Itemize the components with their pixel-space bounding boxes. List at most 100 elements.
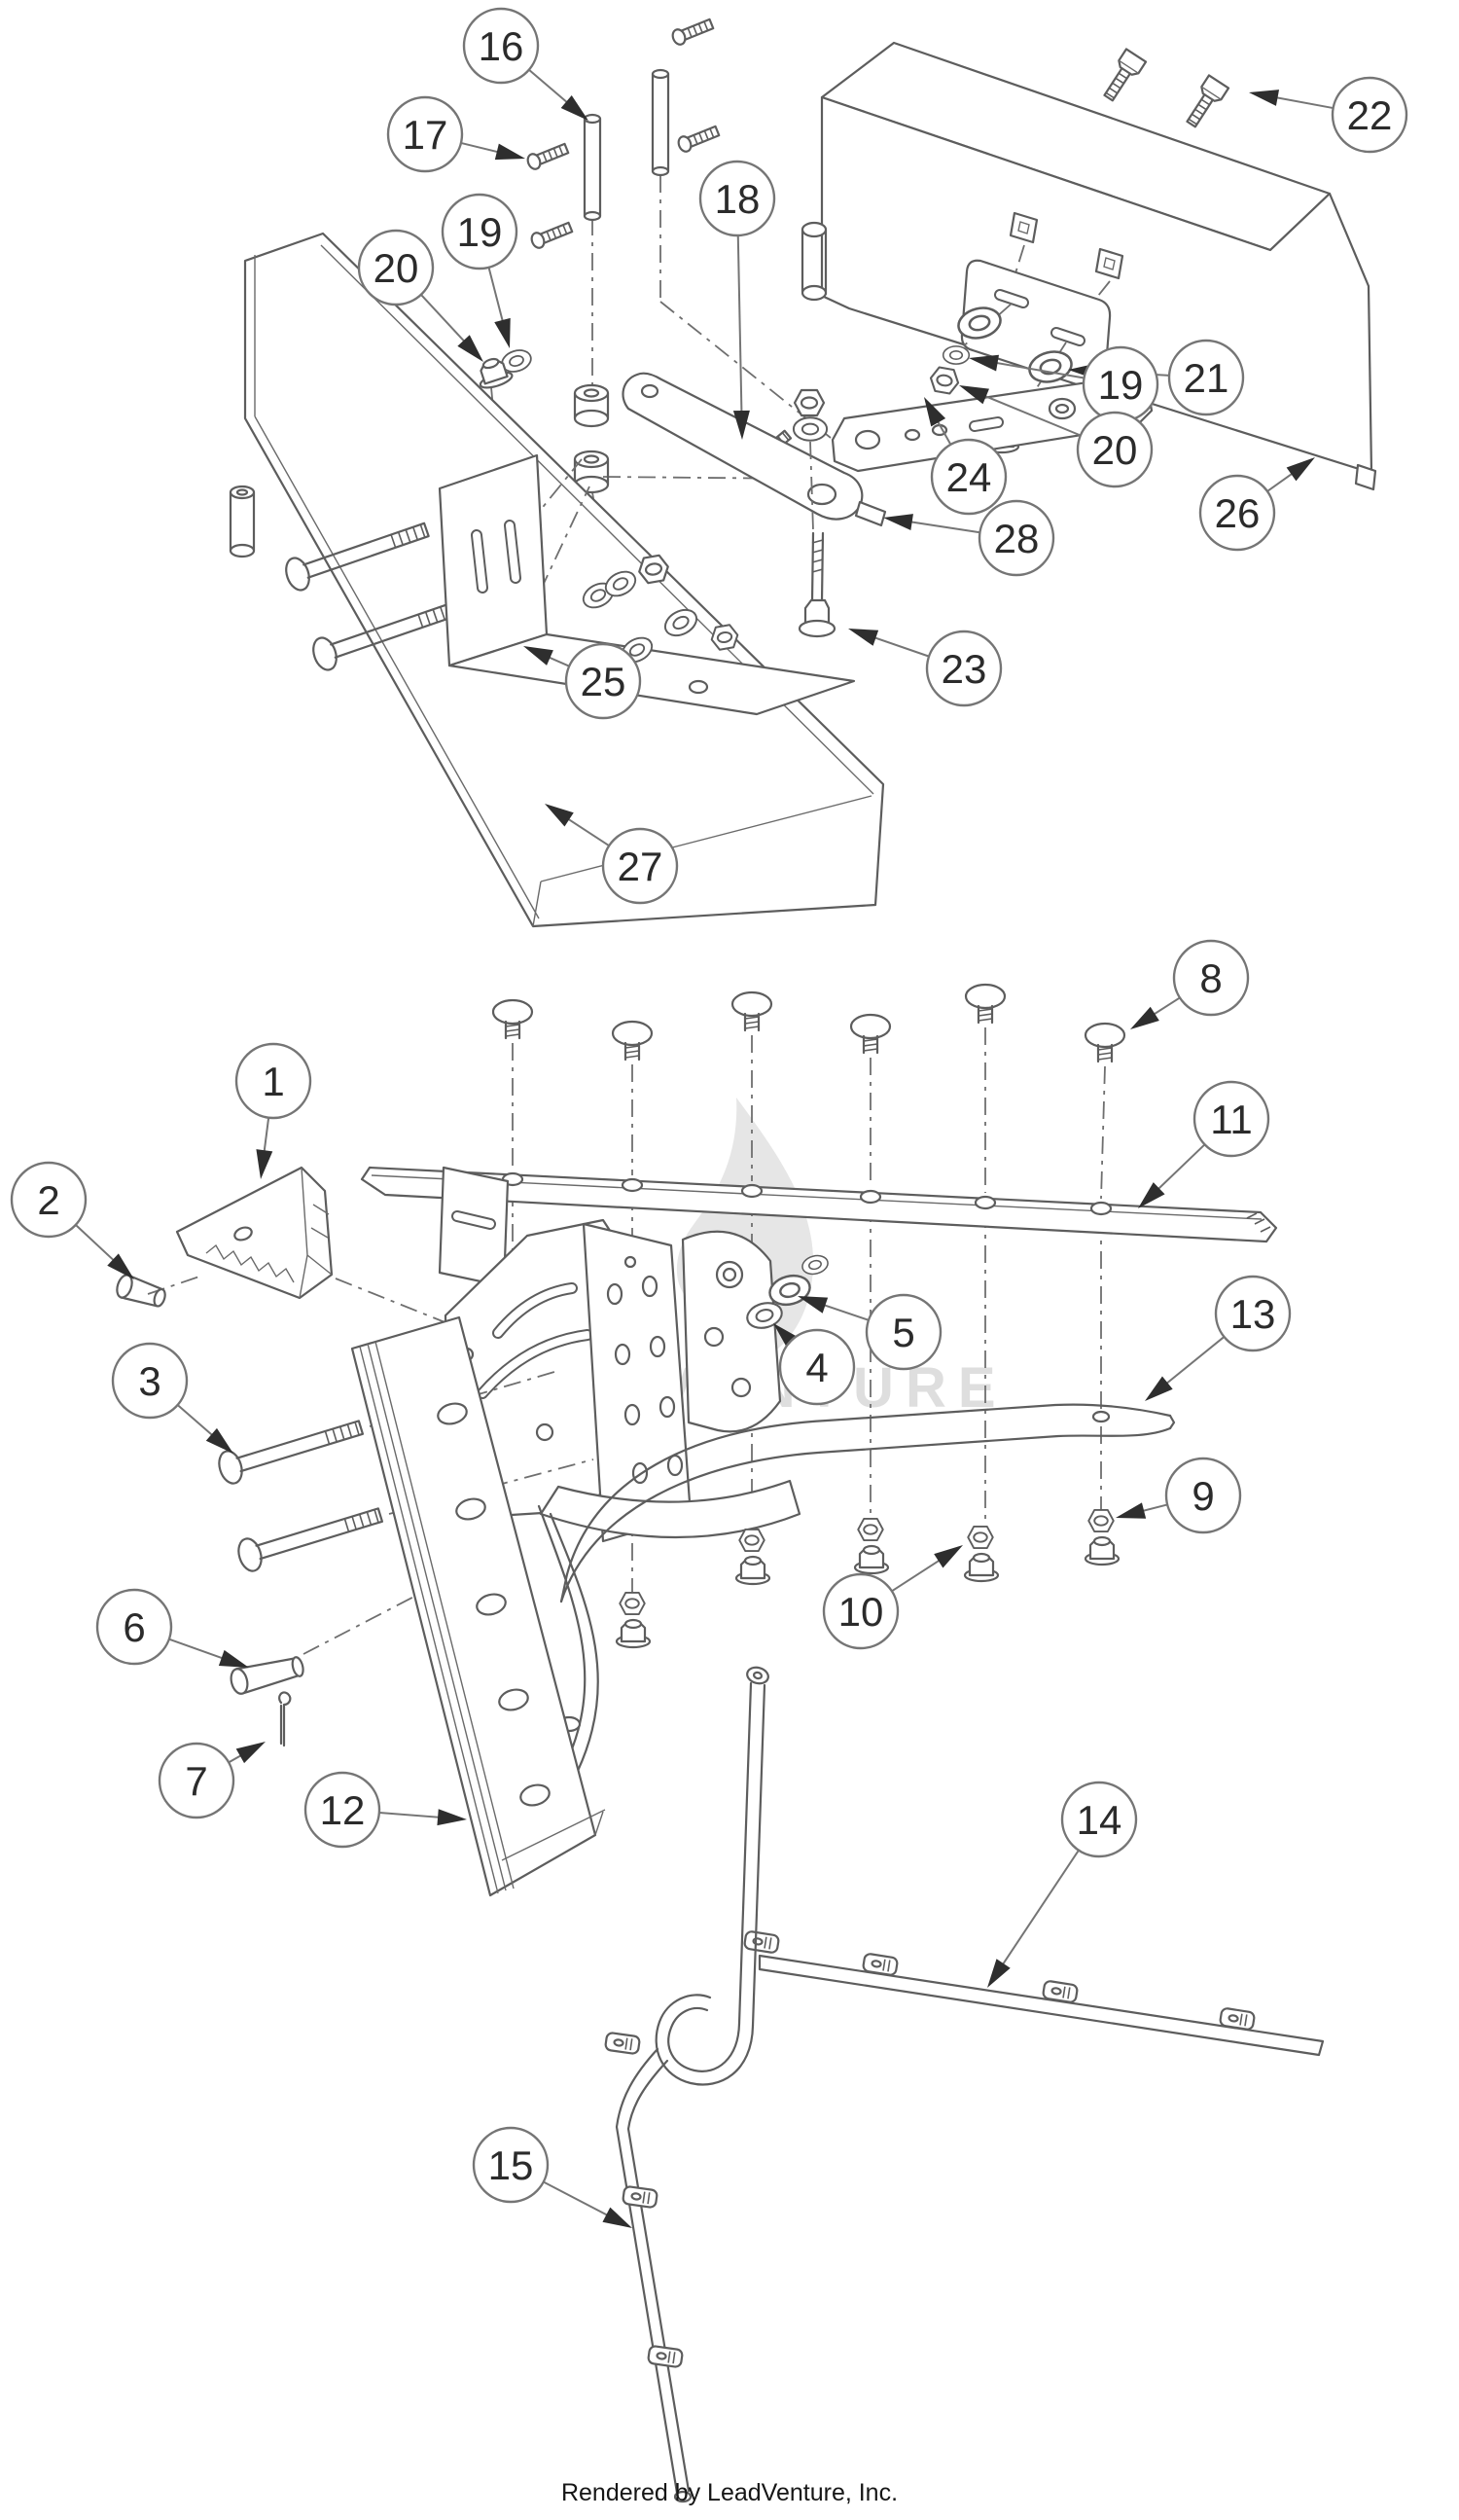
callout-6[interactable]: 6 [95,1588,249,1668]
callout-circle[interactable] [698,160,776,237]
callout-24[interactable]: 24 [924,397,1008,516]
callout-number: 15 [488,2142,534,2188]
callout-8[interactable]: 8 [1130,939,1250,1029]
callout-arrowhead-icon [235,1742,266,1764]
callout-leader-line [736,234,743,437]
callout-circle[interactable] [1167,339,1245,416]
callout-17[interactable]: 17 [386,95,525,173]
callout-arrowhead-icon [218,1649,249,1668]
callout-9[interactable]: 9 [1116,1457,1242,1534]
pivot-pins-part [524,15,832,563]
callout-13[interactable]: 13 [1145,1275,1292,1401]
callout-circle[interactable] [822,1572,900,1650]
callout-circle[interactable] [10,1161,88,1239]
callout-26[interactable]: 26 [1198,457,1315,552]
callout-circle[interactable] [1164,1457,1242,1534]
callout-circle[interactable] [1198,474,1276,552]
callout-circle[interactable] [386,95,464,173]
callout-14[interactable]: 14 [987,1781,1138,1988]
callout-number: 11 [1210,1097,1253,1142]
callout-22[interactable]: 22 [1249,76,1408,154]
callout-circle[interactable] [441,193,518,270]
callout-circle[interactable] [462,7,540,85]
callout-circle[interactable] [778,1328,856,1406]
callout-arrowhead-icon [798,1296,829,1314]
callout-circle[interactable] [930,438,1008,516]
callout-18[interactable]: 18 [698,160,776,440]
blade-part [243,232,885,928]
callout-circle[interactable] [303,1771,381,1849]
callout-19[interactable]: 19 [969,345,1159,423]
callout-20[interactable]: 20 [357,229,483,362]
callout-19[interactable]: 19 [441,193,518,348]
callout-arrowhead-icon [1116,1502,1147,1519]
callout-number: 27 [618,844,663,889]
callout-23[interactable]: 23 [848,629,1003,707]
callout-arrowhead-icon [1249,90,1280,106]
callout-circle[interactable] [1192,1080,1270,1158]
callout-arrowhead-icon [602,2207,632,2228]
callout-12[interactable]: 12 [303,1771,467,1849]
callout-circle[interactable] [234,1042,312,1120]
frame-bar-part [559,1403,1176,1603]
callout-arrowhead-icon [883,514,913,530]
callout-number: 14 [1077,1797,1122,1843]
callout-arrowhead-icon [732,410,750,440]
callout-circle[interactable] [1076,411,1154,488]
callout-arrowhead-icon [107,1253,134,1279]
callout-27[interactable]: 27 [545,804,679,905]
callout-circle[interactable] [865,1293,943,1371]
callout-16[interactable]: 16 [462,7,588,121]
callout-28[interactable]: 28 [883,499,1055,577]
callout-arrowhead-icon [1130,1006,1159,1029]
callout-arrowhead-icon [545,804,574,827]
callout-circle[interactable] [1172,939,1250,1017]
callout-arrowhead-icon [848,629,879,646]
callout-circle[interactable] [564,642,642,720]
blade-hardware [229,485,461,674]
callout-15[interactable]: 15 [472,2126,632,2228]
callout-20[interactable]: 20 [959,385,1154,488]
callout-number: 16 [479,23,524,69]
scraper-bar-part [360,1166,1278,1243]
callout-circle[interactable] [601,827,679,905]
callout-circle[interactable] [978,499,1055,577]
callout-circle[interactable] [95,1588,173,1666]
callout-arrowhead-icon [494,317,511,348]
callout-5[interactable]: 5 [798,1293,943,1371]
callout-circle[interactable] [357,229,435,306]
callout-11[interactable]: 11 [1138,1080,1270,1208]
callout-number: 20 [374,245,419,291]
callout-arrowhead-icon [1138,1182,1165,1208]
callout-3[interactable]: 3 [111,1342,233,1454]
callout-7[interactable]: 7 [158,1742,266,1819]
callout-arrowhead-icon [969,354,1000,372]
bolt-23-part [792,388,836,638]
callout-25[interactable]: 25 [523,642,642,720]
callout-number: 13 [1230,1291,1276,1337]
callout-arrowhead-icon [1286,457,1315,482]
callout-circle[interactable] [1331,76,1408,154]
callout-arrowhead-icon [987,1959,1011,1988]
callout-arrowhead-icon [560,95,588,121]
callout-arrowhead-icon [959,385,989,405]
callout-arrowhead-icon [256,1149,273,1179]
callout-number: 10 [838,1589,884,1635]
callout-1[interactable]: 1 [234,1042,312,1179]
callout-circle[interactable] [111,1342,189,1420]
callout-10[interactable]: 10 [822,1545,963,1650]
callout-4[interactable]: 4 [773,1323,856,1406]
callout-circle[interactable] [158,1742,235,1819]
callout-number: 6 [123,1604,145,1650]
callout-arrowhead-icon [205,1427,233,1454]
callout-2[interactable]: 2 [10,1161,134,1279]
mount-plate-part [960,211,1124,391]
callout-number: 12 [320,1787,366,1833]
callout-circle[interactable] [1060,1781,1138,1858]
callout-circle[interactable] [925,630,1003,707]
callout-number: 19 [1098,362,1144,408]
callout-circle[interactable] [472,2126,550,2204]
callout-number: 8 [1199,955,1222,1001]
callout-circle[interactable] [1214,1275,1292,1352]
callout-number: 26 [1215,490,1261,536]
